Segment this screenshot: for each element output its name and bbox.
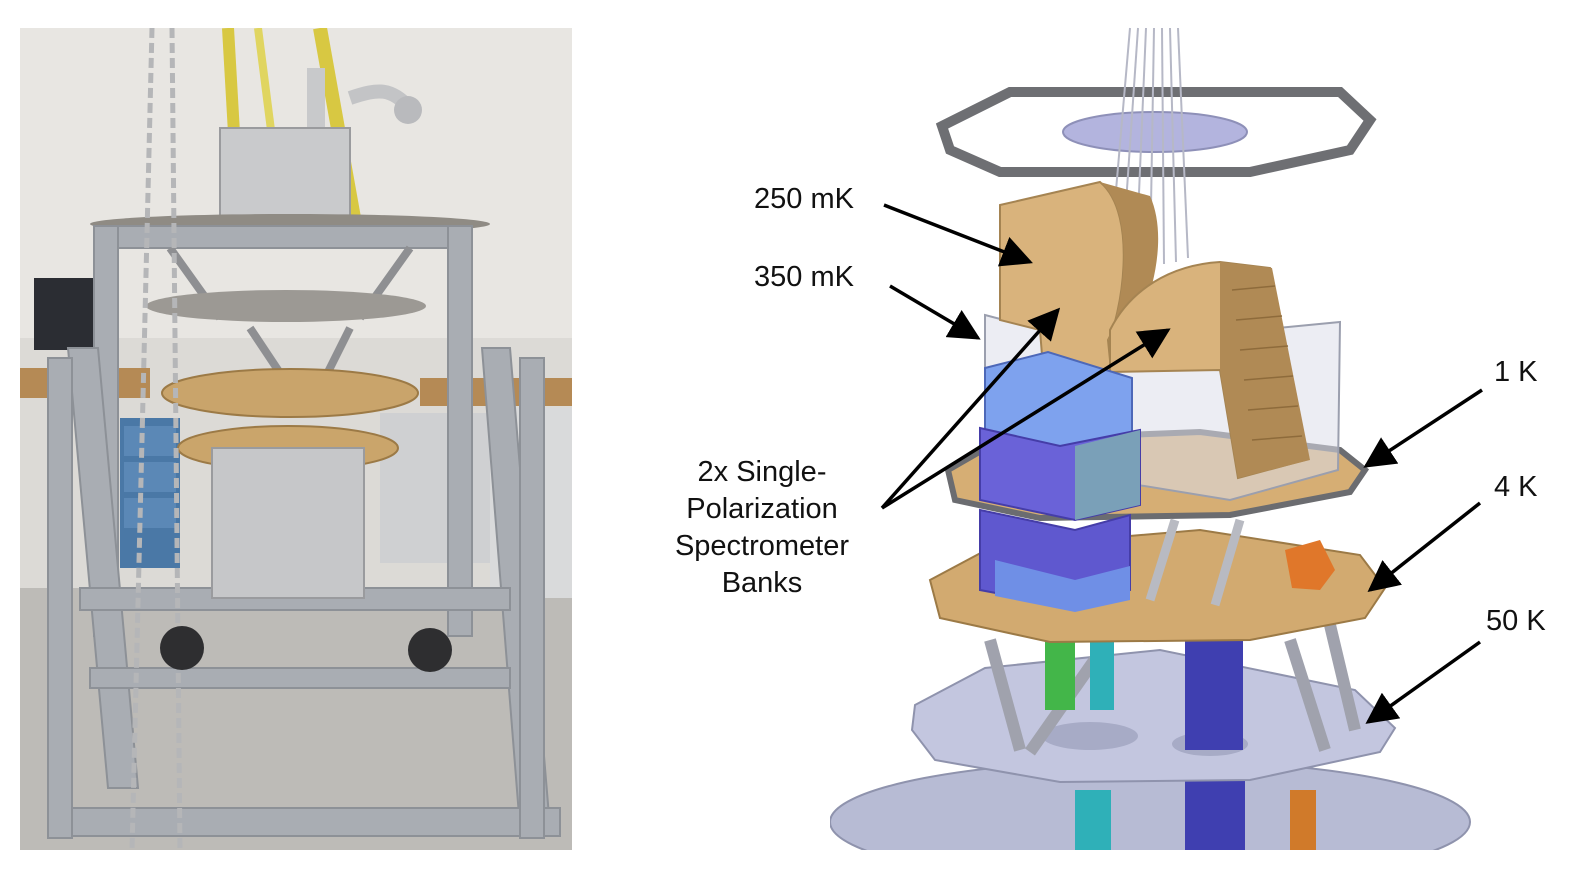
orange-component (1285, 540, 1335, 590)
photo-lower-box (211, 447, 365, 599)
top-ring (935, 87, 1377, 177)
banks-line-4: Banks (721, 567, 803, 599)
arrow-4K (1367, 501, 1482, 592)
banks-line-2: Polarization (686, 493, 838, 525)
arrow-1K (1363, 388, 1483, 468)
photo-gold-plate-upper (161, 368, 419, 418)
plate-50K (910, 648, 1397, 784)
green-board (1045, 640, 1075, 710)
arrow-350mK (889, 284, 981, 340)
banks-line-3: Spectrometer (674, 530, 850, 562)
photo-cryostat-insert (20, 28, 572, 850)
blue-bellows (1185, 640, 1243, 750)
label-50K: 50 K (1486, 605, 1546, 637)
top-lens (1062, 111, 1248, 153)
label-4K: 4 K (1494, 471, 1538, 503)
struts-1K-4K (1145, 518, 1245, 607)
photo-monitor (34, 278, 96, 350)
arrow-250mK (883, 203, 1033, 267)
label-spectrometer-banks: 2x Single- Polarization Spectrometer Ban… (660, 454, 864, 602)
callout-arrows (880, 203, 1483, 724)
label-1K: 1 K (1494, 356, 1538, 388)
label-350mK: 350 mK (754, 261, 854, 293)
arrow-banks-1 (880, 307, 1061, 510)
label-250mK: 250 mK (754, 183, 854, 215)
photo-chains (129, 28, 183, 850)
banks-line-1: 2x Single- (697, 456, 827, 488)
arrow-50K (1365, 640, 1482, 724)
photo-aluminum-frame (47, 225, 561, 839)
arrow-banks-2 (881, 328, 1171, 510)
photo-wheel (160, 626, 204, 670)
